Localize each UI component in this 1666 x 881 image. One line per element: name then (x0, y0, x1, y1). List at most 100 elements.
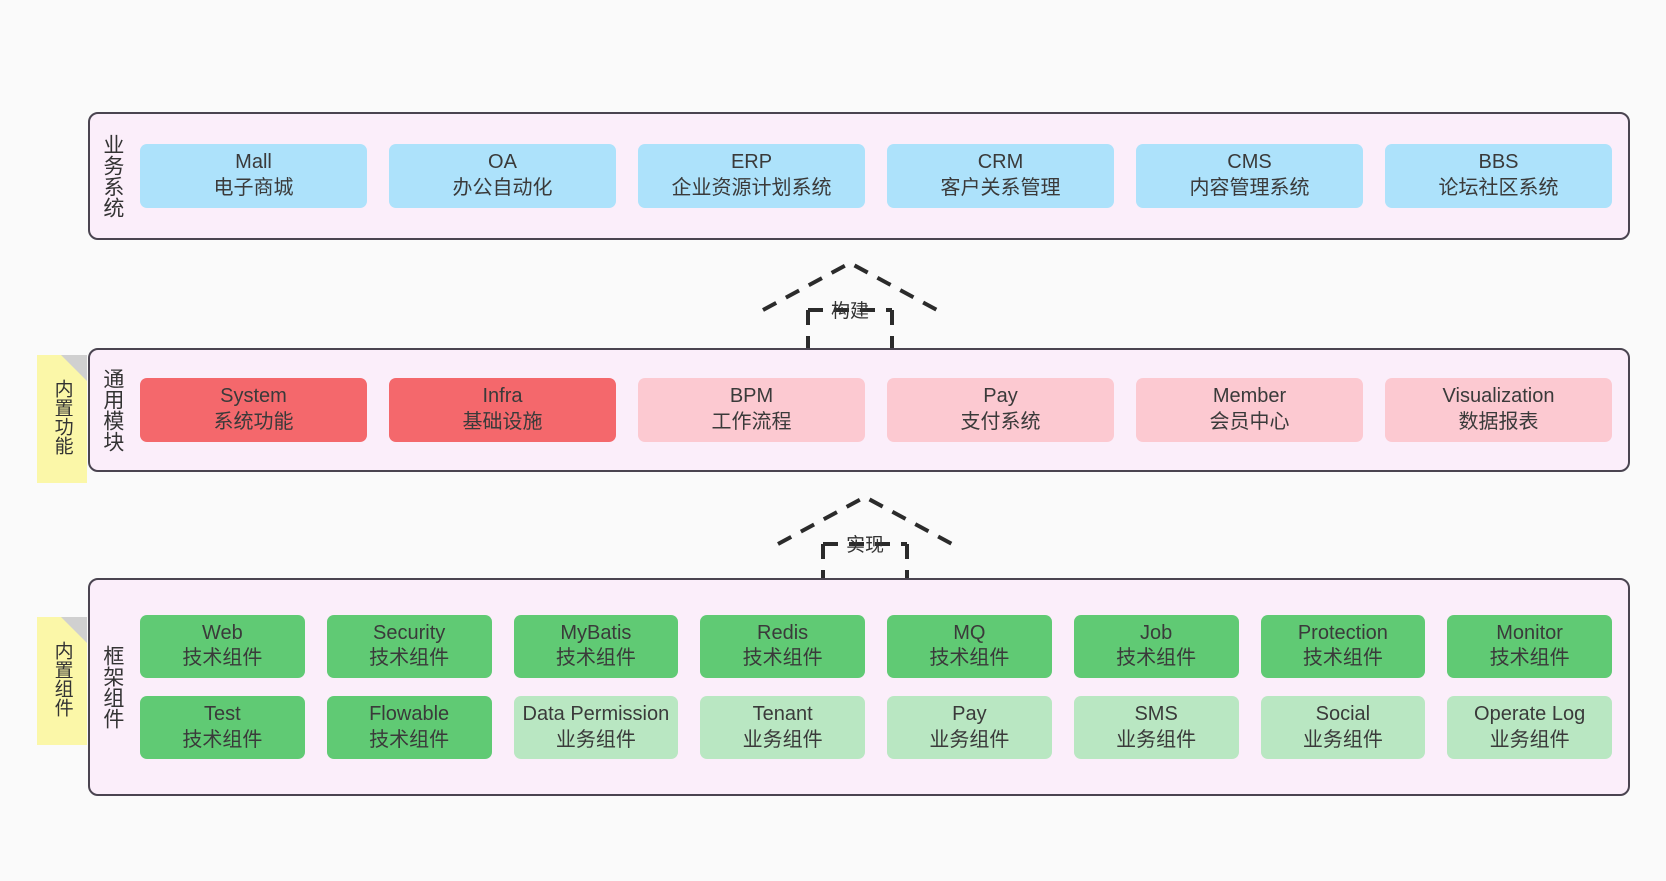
module-desc: 技术组件 (929, 647, 1010, 670)
layer-row: Web 技术组件 Security 技术组件 MyBatis 技术组件 Redi… (140, 614, 1612, 678)
page-fold-icon (61, 617, 87, 643)
module-name: Social (1315, 703, 1371, 725)
module-card-mq[interactable]: MQ 技术组件 (887, 614, 1052, 678)
module-desc: 会员中心 (1209, 411, 1290, 433)
layer-body-framework: Web 技术组件 Security 技术组件 MyBatis 技术组件 Redi… (134, 580, 1628, 794)
module-desc: 技术组件 (369, 728, 450, 751)
layer-row: Test 技术组件 Flowable 技术组件 Data Permission … (140, 696, 1612, 760)
layer-row: System 系统功能 Infra 基础设施 BPM 工作流程 Pay 支付系统… (140, 378, 1612, 442)
module-card-bbs[interactable]: BBS 论坛社区系统 (1385, 144, 1612, 208)
module-card-cms[interactable]: CMS 内容管理系统 (1136, 144, 1363, 208)
module-card-monitor[interactable]: Monitor 技术组件 (1447, 614, 1612, 678)
module-card-tenant[interactable]: Tenant 业务组件 (700, 696, 865, 760)
module-desc: 技术组件 (182, 728, 263, 751)
module-name: Pay (983, 385, 1018, 408)
module-card-data-permission[interactable]: Data Permission 业务组件 (513, 696, 679, 760)
connector-implement: 实现 (775, 492, 955, 592)
note-label: 内置功能 (51, 379, 73, 455)
module-card-mall[interactable]: Mall 电子商城 (140, 144, 367, 208)
module-name: Mall (235, 151, 272, 174)
module-name: BPM (729, 385, 774, 408)
module-desc: 业务组件 (742, 728, 823, 751)
module-desc: 系统功能 (213, 411, 294, 433)
module-card-pay-business[interactable]: Pay 业务组件 (887, 696, 1052, 760)
module-card-protection[interactable]: Protection 技术组件 (1260, 614, 1426, 678)
note-label: 内置组件 (51, 641, 73, 717)
module-desc: 业务组件 (1116, 728, 1197, 751)
module-desc: 技术组件 (1302, 647, 1383, 670)
module-card-pay[interactable]: Pay 支付系统 (887, 378, 1114, 442)
module-desc: 客户关系管理 (940, 177, 1061, 199)
module-desc: 技术组件 (1489, 647, 1570, 670)
module-desc: 企业资源计划系统 (671, 177, 832, 199)
layer-common-modules: 通用模块 System 系统功能 Infra 基础设施 BPM 工作流程 Pay… (88, 348, 1630, 472)
module-card-erp[interactable]: ERP 企业资源计划系统 (638, 144, 865, 208)
module-name: Web (201, 621, 243, 644)
layer-title-business: 业务系统 (100, 134, 124, 218)
page-fold-icon (61, 355, 87, 381)
module-desc: 技术组件 (369, 647, 450, 670)
module-name: MyBatis (560, 621, 632, 644)
module-name: Data Permission (522, 703, 670, 725)
module-name: BBS (1478, 151, 1519, 174)
module-name: Member (1212, 385, 1287, 408)
module-desc: 论坛社区系统 (1438, 177, 1559, 199)
layer-body-business: Mall 电子商城 OA 办公自动化 ERP 企业资源计划系统 CRM 客户关系… (134, 114, 1628, 238)
layer-business-systems: 业务系统 Mall 电子商城 OA 办公自动化 ERP 企业资源计划系统 CRM… (88, 112, 1630, 240)
module-name: Tenant (752, 703, 813, 725)
layer-row: Mall 电子商城 OA 办公自动化 ERP 企业资源计划系统 CRM 客户关系… (140, 144, 1612, 208)
layer-body-common: System 系统功能 Infra 基础设施 BPM 工作流程 Pay 支付系统… (134, 350, 1628, 470)
module-name: Protection (1297, 621, 1388, 644)
module-card-security[interactable]: Security 技术组件 (326, 614, 492, 678)
module-name: Pay (952, 703, 987, 725)
module-name: Operate Log (1474, 703, 1586, 725)
module-name: OA (488, 151, 517, 174)
layer-title-framework: 框架组件 (100, 645, 124, 729)
module-card-flowable[interactable]: Flowable 技术组件 (326, 696, 492, 760)
module-name: Test (204, 703, 241, 725)
module-name: Security (373, 621, 446, 644)
module-card-crm[interactable]: CRM 客户关系管理 (887, 144, 1114, 208)
module-name: Job (1140, 621, 1173, 644)
module-desc: 业务组件 (1489, 728, 1570, 751)
connector-label-build: 构建 (830, 301, 870, 322)
module-desc: 技术组件 (742, 647, 823, 670)
module-card-visualization[interactable]: Visualization 数据报表 (1385, 378, 1612, 442)
module-desc: 支付系统 (960, 411, 1041, 433)
module-card-mybatis[interactable]: MyBatis 技术组件 (513, 614, 679, 678)
layer-title-common: 通用模块 (100, 368, 124, 452)
module-card-bpm[interactable]: BPM 工作流程 (638, 378, 865, 442)
note-builtin-features: 内置功能 (37, 355, 87, 483)
module-desc: 基础设施 (462, 411, 543, 433)
module-desc: 工作流程 (711, 411, 792, 433)
module-name: ERP (730, 151, 773, 174)
module-card-test[interactable]: Test 技术组件 (140, 696, 305, 760)
module-desc: 电子商城 (213, 177, 294, 199)
module-desc: 业务组件 (929, 728, 1010, 751)
module-card-oa[interactable]: OA 办公自动化 (389, 144, 616, 208)
module-card-sms[interactable]: SMS 业务组件 (1073, 696, 1239, 760)
module-card-system[interactable]: System 系统功能 (140, 378, 367, 442)
module-name: Infra (482, 385, 523, 408)
module-name: MQ (953, 621, 986, 644)
module-desc: 内容管理系统 (1189, 177, 1310, 199)
module-card-infra[interactable]: Infra 基础设施 (389, 378, 616, 442)
note-builtin-components: 内置组件 (37, 617, 87, 745)
module-desc: 技术组件 (182, 647, 263, 670)
module-desc: 业务组件 (555, 728, 636, 751)
module-card-operate-log[interactable]: Operate Log 业务组件 (1447, 696, 1612, 760)
module-name: Monitor (1496, 621, 1563, 644)
module-card-job[interactable]: Job 技术组件 (1073, 614, 1239, 678)
module-card-web[interactable]: Web 技术组件 (140, 614, 305, 678)
module-name: CRM (977, 151, 1024, 174)
module-name: Visualization (1442, 385, 1555, 408)
module-desc: 办公自动化 (452, 177, 553, 199)
module-card-redis[interactable]: Redis 技术组件 (700, 614, 865, 678)
layer-framework-components: 框架组件 Web 技术组件 Security 技术组件 MyBatis 技术组件… (88, 578, 1630, 796)
module-card-member[interactable]: Member 会员中心 (1136, 378, 1363, 442)
module-desc: 业务组件 (1302, 728, 1383, 751)
connector-label-implement: 实现 (845, 535, 885, 556)
module-name: Redis (757, 621, 809, 644)
module-name: CMS (1227, 151, 1272, 174)
module-card-social[interactable]: Social 业务组件 (1260, 696, 1426, 760)
